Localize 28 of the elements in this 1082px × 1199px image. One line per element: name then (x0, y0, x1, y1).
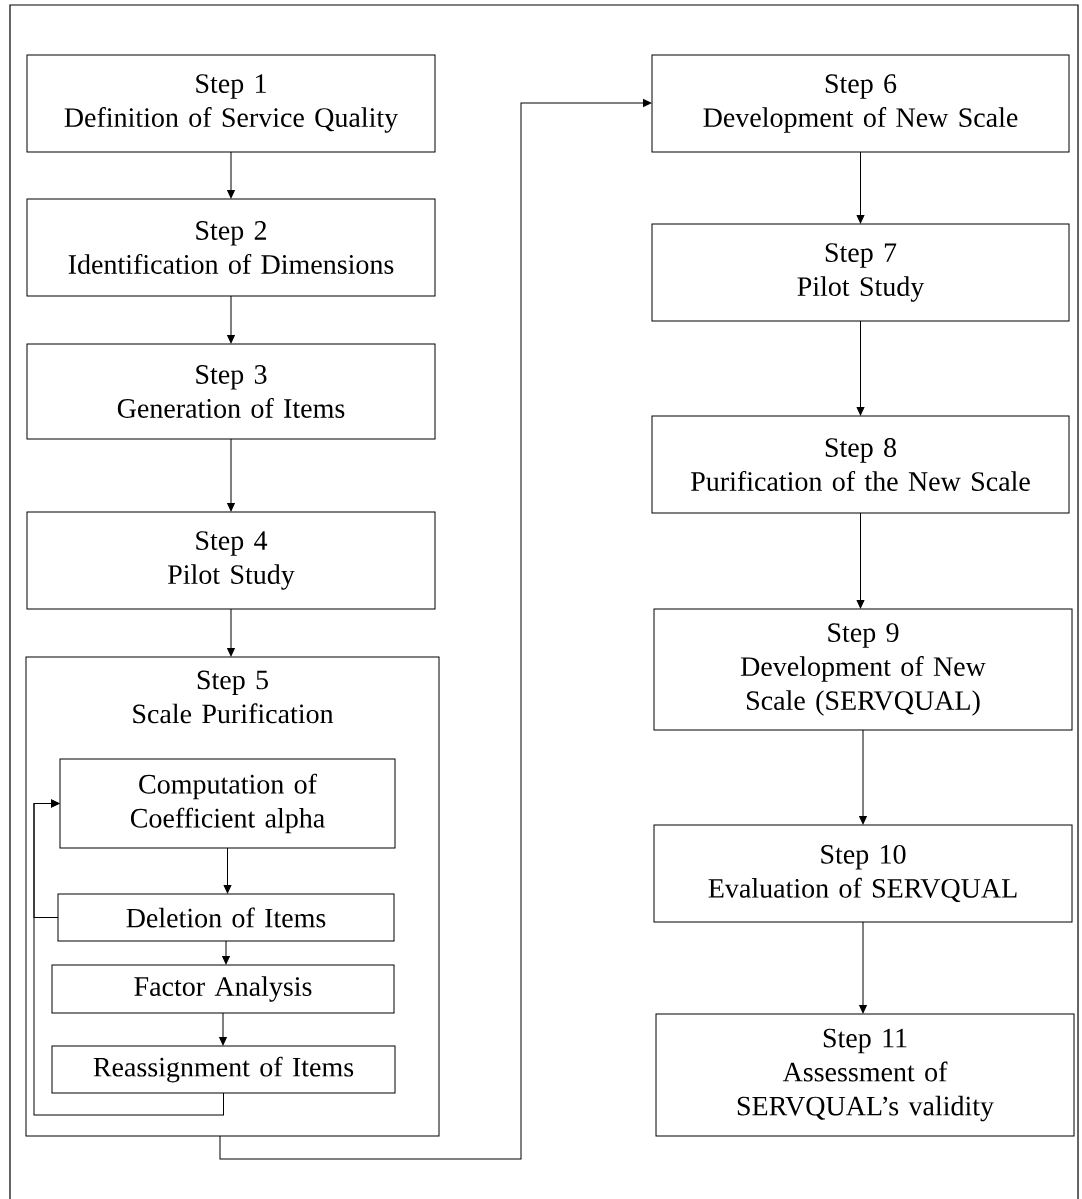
arrow (856, 151, 865, 224)
substep-box: Factor Analysis (51, 964, 395, 1014)
step-box: Step 3 Generation of Items (26, 343, 436, 440)
step-box: Step 4 Pilot Study (26, 511, 436, 610)
arrow (223, 847, 232, 894)
arrow (856, 320, 865, 416)
step-box: Step 9 Development of New Scale (SERVQUAL) (653, 608, 1073, 731)
step-box: Step 7 Pilot Study (651, 223, 1070, 322)
step-box: Step 2 Identification of Dimensions (26, 198, 436, 297)
arrow (33, 799, 60, 918)
step-box: Step 8 Purification of the New Scale (651, 415, 1070, 514)
arrow (859, 729, 867, 825)
substep-box: Reassignment of Items (51, 1045, 396, 1094)
step-box: Step 10 Evaluation of SERVQUAL (653, 824, 1073, 923)
arrow (227, 608, 235, 657)
step-box: Step 11 Assessment of SERVQUAL’s validity (655, 1013, 1075, 1137)
arrow (222, 940, 230, 965)
substep-box: Computation of Coefficient alpha (59, 758, 396, 849)
arrow (227, 295, 235, 344)
arrow (856, 512, 865, 609)
step-box: Step 1 Definition of Service Quality (26, 54, 436, 153)
arrow (859, 921, 867, 1014)
arrow (227, 438, 235, 512)
arrow (219, 1012, 227, 1046)
substep-box: Deletion of Items (57, 893, 395, 942)
arrow (219, 99, 652, 1160)
arrow (227, 151, 235, 199)
step-box: Step 6 Development of New Scale (651, 54, 1070, 153)
